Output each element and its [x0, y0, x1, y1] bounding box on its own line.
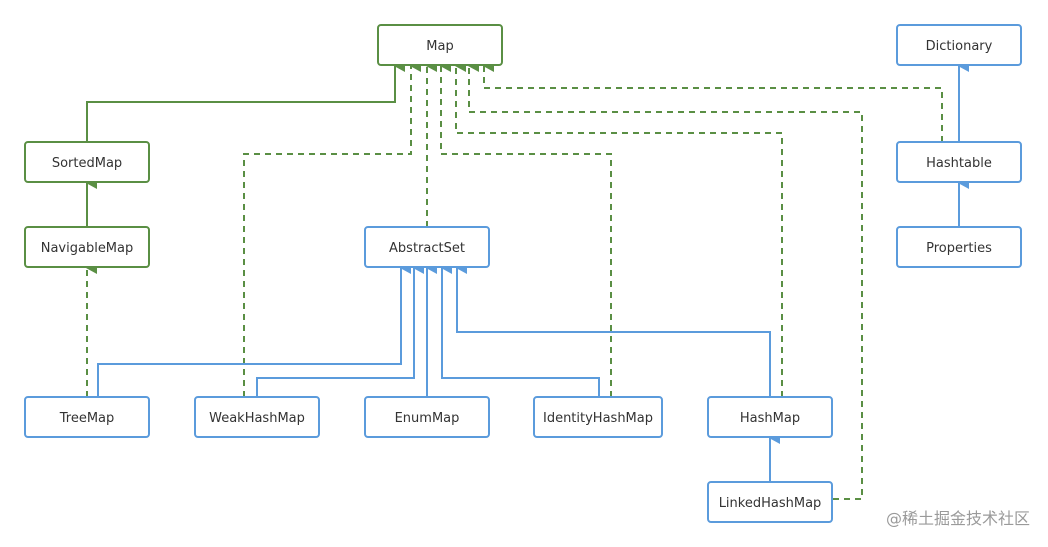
watermark-text: @稀土掘金技术社区: [885, 509, 1030, 528]
node-map: Map: [377, 24, 503, 66]
node-properties: Properties: [896, 226, 1022, 268]
edge-weakhashmap-to-map: [243, 60, 421, 397]
node-linkedhashmap: LinkedHashMap: [707, 481, 833, 523]
node-hashmap: HashMap: [707, 396, 833, 438]
edge-weakhashmap-to-abstractset: [256, 262, 424, 397]
edge-sortedmap-to-map: [86, 60, 405, 142]
node-sortedmap: SortedMap: [24, 141, 150, 183]
node-identityhashmap: IdentityHashMap: [533, 396, 663, 438]
node-weakhashmap-label: WeakHashMap: [209, 411, 305, 426]
node-dictionary-label: Dictionary: [926, 39, 993, 54]
node-treemap: TreeMap: [24, 396, 150, 438]
node-navigablemap: NavigableMap: [24, 226, 150, 268]
node-hashmap-label: HashMap: [740, 411, 800, 426]
node-navigablemap-label: NavigableMap: [41, 241, 134, 256]
edge-hashtable-to-map: [483, 60, 943, 142]
node-hashtable: Hashtable: [896, 141, 1022, 183]
node-sortedmap-label: SortedMap: [52, 156, 122, 171]
edge-hashmap-to-map: [455, 60, 783, 397]
node-enummap: EnumMap: [364, 396, 490, 438]
node-weakhashmap: WeakHashMap: [194, 396, 320, 438]
node-treemap-label: TreeMap: [59, 411, 115, 426]
node-linkedhashmap-label: LinkedHashMap: [719, 496, 822, 511]
edge-identityhashmap-to-map: [440, 60, 612, 397]
node-hashtable-label: Hashtable: [926, 156, 992, 171]
node-identityhashmap-label: IdentityHashMap: [543, 411, 653, 426]
node-abstractset: AbstractSet: [364, 226, 490, 268]
edge-hashmap-to-abstractset: [456, 262, 771, 397]
edge-treemap-to-abstractset: [97, 262, 411, 397]
node-abstractset-label: AbstractSet: [389, 241, 465, 256]
edge-identityhashmap-to-abstractset: [441, 262, 600, 397]
node-properties-label: Properties: [926, 241, 992, 256]
node-map-label: Map: [426, 39, 453, 54]
node-enummap-label: EnumMap: [395, 411, 460, 426]
node-dictionary: Dictionary: [896, 24, 1022, 66]
